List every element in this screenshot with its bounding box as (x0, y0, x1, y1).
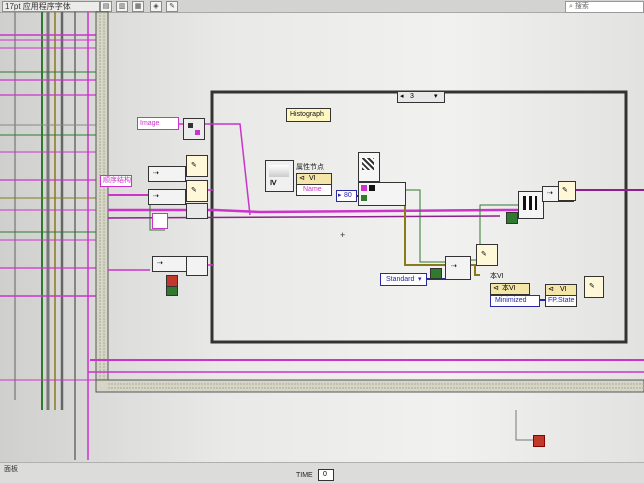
histograph-label-box: Histograph (286, 108, 331, 122)
green-port-icon (361, 195, 367, 201)
property-node-label: 属性节点 (296, 164, 324, 171)
invoke-node-2[interactable]: ⇢ (148, 189, 186, 205)
numeric-constant-value: 80 (344, 192, 352, 199)
select-node[interactable] (518, 191, 544, 219)
enum-minimized-constant[interactable]: Minimized (490, 295, 540, 307)
font-select[interactable]: 17pt 应用程序字体 (2, 1, 100, 12)
case-selector[interactable]: ◂ 3 ▾ (397, 91, 445, 103)
invoke-node-3[interactable]: ⇢ (152, 256, 189, 272)
enum-standard-text: Standard (386, 276, 415, 283)
green-boolean-constant[interactable] (166, 286, 178, 296)
property-node-name-row[interactable]: Name (296, 184, 332, 196)
enum-dropdown-icon: ▾ (418, 276, 422, 283)
pencil-icon-4: ✎ (562, 187, 568, 194)
case-selector-left-arrow-icon[interactable]: ◂ (400, 93, 404, 100)
this-vi-label: 本VI (490, 273, 504, 280)
enum-standard-constant[interactable]: Standard ▾ (380, 273, 427, 286)
invoke-node-3-icon: ⇢ (157, 260, 163, 267)
property-write-node-4[interactable]: ✎ (558, 181, 576, 201)
bundle-icon (188, 123, 193, 128)
true-constant[interactable] (430, 268, 442, 279)
property-node-vi: VI (309, 175, 316, 182)
search-icon: ⌕ (569, 3, 573, 10)
string-constant-sequence[interactable]: 顺序结构 (100, 175, 132, 187)
property-write-node-2[interactable]: ✎ (186, 180, 208, 202)
this-vi-ref-icon: ⊲ (493, 285, 499, 292)
pencil-icon: ✎ (191, 162, 197, 169)
time-value: 0 (323, 471, 327, 478)
pink-terminal[interactable] (152, 213, 168, 229)
resize-objects-icon[interactable]: ▦ (132, 1, 144, 12)
sequence-structure-frame (95, 11, 644, 393)
numeric-constant[interactable]: ▸ 80 (336, 190, 357, 202)
fp-state-text: FP.State (548, 297, 575, 304)
case-selector-dropdown-icon[interactable]: ▾ (434, 93, 438, 100)
bundle-icon-port (195, 130, 200, 135)
property-name-text: Name (303, 186, 322, 193)
bundle-by-name-node[interactable] (183, 118, 205, 140)
enum-minimized-text: Minimized (495, 297, 527, 304)
image-constant-text: Image (140, 120, 160, 127)
invoke-node-4[interactable] (186, 256, 208, 276)
fp-state-ref-icon: ⊲ (548, 286, 554, 293)
invoke-node-2-icon: ⇢ (153, 193, 159, 200)
time-label: TIME (296, 472, 313, 479)
black-port-icon (369, 185, 375, 191)
search-placeholder: 搜索 (574, 3, 589, 10)
invoke-node-1[interactable]: ⇢ (148, 166, 186, 182)
select-icon (523, 196, 537, 210)
cleanup-diagram-icon[interactable]: ✎ (166, 1, 178, 12)
distribute-objects-icon[interactable]: ▥ (116, 1, 128, 12)
histogram-vi-badge: Ⅳ (270, 180, 277, 187)
reference-wire-icon: ⊲ (299, 175, 305, 182)
pencil-icon-5: ✎ (589, 283, 595, 290)
status-bar: 面板 TIME 0 (0, 462, 644, 483)
property-write-node-5[interactable]: ✎ (584, 276, 604, 298)
stop-indicator[interactable] (533, 435, 545, 447)
main-wires (88, 123, 644, 441)
invoke-node-6-icon: ⇢ (547, 190, 553, 197)
cursor-crosshair-icon: + (340, 230, 346, 240)
panel-label: 面板 (4, 466, 18, 473)
time-value-box[interactable]: 0 (318, 469, 334, 481)
invoke-node-5[interactable]: ⇢ (445, 256, 471, 280)
property-write-node-3[interactable]: ✎ (476, 244, 498, 266)
invoke-node-1-icon: ⇢ (153, 170, 159, 177)
invoke-node-5-icon: ⇢ (451, 263, 457, 270)
sequence-label: 顺序结构 (103, 177, 131, 184)
histogram-chart-icon (269, 165, 289, 177)
fp-state-row[interactable]: FP.State (545, 295, 577, 307)
histogram-vi-icon[interactable]: Ⅳ (265, 160, 294, 192)
this-vi-ref-text: 本VI (502, 285, 516, 292)
pink-port-icon (361, 185, 367, 191)
graph-icon (362, 158, 374, 170)
histograph-label: Histograph (290, 111, 324, 118)
cluster-node[interactable] (186, 203, 208, 219)
fp-state-vi: VI (560, 286, 567, 293)
pencil-icon-3: ✎ (481, 251, 487, 258)
case-selector-value: 3 (410, 93, 414, 100)
reorder-icon[interactable]: ◈ (150, 1, 162, 12)
graph-reference-node[interactable] (358, 152, 380, 182)
this-vi-reference[interactable]: ⊲ 本VI (490, 283, 530, 295)
image-display-node[interactable] (358, 182, 406, 206)
numeric-constant-arrow-icon: ▸ (338, 192, 342, 199)
property-write-node-1[interactable]: ✎ (186, 155, 208, 177)
image-string-constant[interactable]: Image (137, 117, 179, 130)
pencil-icon-2: ✎ (191, 187, 197, 194)
left-wire-bundle (0, 12, 96, 460)
toolbar: 17pt 应用程序字体 ▤ ▥ ▦ ◈ ✎ ⌕ 搜索 (0, 0, 644, 13)
true-constant-2[interactable] (506, 212, 518, 224)
